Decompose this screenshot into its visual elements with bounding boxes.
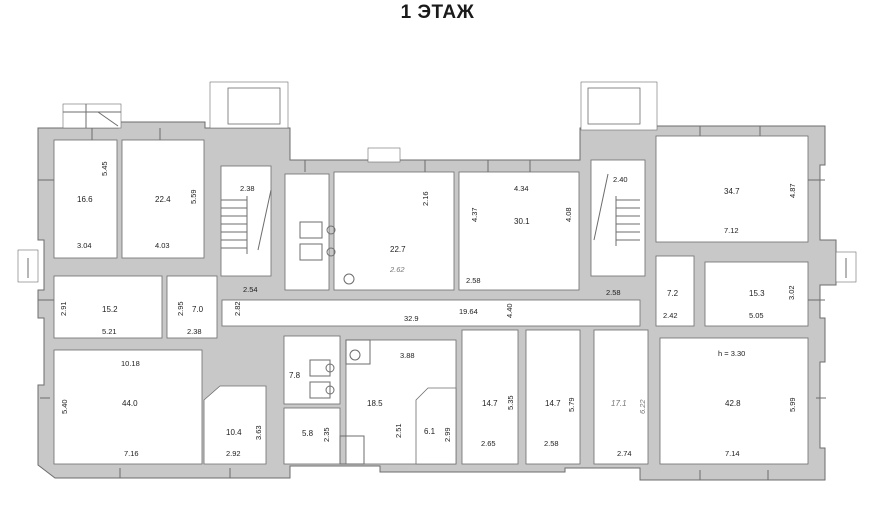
label: 7.8 xyxy=(289,371,301,380)
label: 4.37 xyxy=(470,207,479,222)
label: 16.6 xyxy=(77,195,93,204)
room-15-2 xyxy=(53,275,163,339)
label: 7.16 xyxy=(124,449,139,458)
label: 6.22 xyxy=(638,399,647,414)
label: 2.62 xyxy=(389,265,405,274)
stair-right xyxy=(590,159,646,277)
label: 5.99 xyxy=(788,397,797,412)
room-16-6 xyxy=(53,139,118,259)
label: 3.02 xyxy=(787,285,796,300)
label: 3.63 xyxy=(254,425,263,440)
label: 5.59 xyxy=(189,189,198,204)
label: 6.1 xyxy=(424,427,436,436)
label: 4.40 xyxy=(505,303,514,318)
label: 7.0 xyxy=(192,305,204,314)
label: 22.7 xyxy=(390,245,406,254)
room-30-1 xyxy=(458,171,580,291)
room-22-7 xyxy=(333,171,455,291)
label: 4.03 xyxy=(155,241,170,250)
label: 5.45 xyxy=(100,161,109,176)
label: 5.05 xyxy=(749,311,764,320)
label: 5.40 xyxy=(60,399,69,414)
room-10-4 xyxy=(203,385,267,465)
label: 3.04 xyxy=(77,241,92,250)
bay-window-left xyxy=(62,103,122,129)
corridor xyxy=(221,299,641,327)
label: 2.58 xyxy=(466,276,481,285)
label: 7.14 xyxy=(725,449,740,458)
label: 5.79 xyxy=(567,397,576,412)
label: 5.35 xyxy=(506,395,515,410)
label: 2.82 xyxy=(233,301,242,316)
label: 2.74 xyxy=(617,449,632,458)
room-6-1 xyxy=(415,387,457,465)
room-44-0 xyxy=(53,349,203,465)
label: h = 3.30 xyxy=(718,349,745,358)
room-14-7-a xyxy=(461,329,519,465)
label: 2.51 xyxy=(394,423,403,438)
label: 10.18 xyxy=(121,359,140,368)
room-14-7-b xyxy=(525,329,581,465)
label: 4.34 xyxy=(514,184,529,193)
label: 32.9 xyxy=(404,314,419,323)
label: 42.8 xyxy=(725,399,741,408)
room-22-4 xyxy=(121,139,205,259)
label: 14.7 xyxy=(482,399,498,408)
label: 3.88 xyxy=(400,351,415,360)
label: 5.8 xyxy=(302,429,314,438)
label: 2.35 xyxy=(322,427,331,442)
label: 5.21 xyxy=(102,327,117,336)
label: 30.1 xyxy=(514,217,530,226)
room-17-1 xyxy=(593,329,649,465)
stair-steps-right xyxy=(593,173,640,246)
label: 2.38 xyxy=(187,327,202,336)
label: 19.64 xyxy=(459,307,478,316)
label: 2.40 xyxy=(613,175,628,184)
label: 15.3 xyxy=(749,289,765,298)
label: 2.95 xyxy=(176,301,185,316)
room-7-0 xyxy=(166,275,218,339)
label: 2.16 xyxy=(421,191,430,206)
label: 7.2 xyxy=(667,289,679,298)
label: 2.58 xyxy=(544,439,559,448)
label: 2.92 xyxy=(226,449,241,458)
label: 2.99 xyxy=(443,427,452,442)
room-wc-7-8 xyxy=(283,335,341,405)
label: 2.65 xyxy=(481,439,496,448)
label: 10.4 xyxy=(226,428,242,437)
label: 17.1 xyxy=(611,399,627,408)
label: 15.2 xyxy=(102,305,118,314)
stair-left xyxy=(220,165,272,277)
label: 2.42 xyxy=(663,311,678,320)
label: 4.08 xyxy=(564,207,573,222)
room-42-8 xyxy=(659,337,809,465)
room-labels: 16.6 3.04 5.45 22.4 4.03 5.59 2.38 2.16 … xyxy=(59,161,797,458)
label: 2.91 xyxy=(59,301,68,316)
room-34-7 xyxy=(655,135,809,243)
room-15-3 xyxy=(704,261,809,327)
label: 14.7 xyxy=(545,399,561,408)
door-marks xyxy=(38,126,826,480)
label: 34.7 xyxy=(724,187,740,196)
label: 2.38 xyxy=(240,184,255,193)
room-7-2 xyxy=(655,255,695,327)
label: 2.58 xyxy=(606,288,621,297)
label: 4.87 xyxy=(788,183,797,198)
label: 2.54 xyxy=(243,285,258,294)
label: 22.4 xyxy=(155,195,171,204)
plumbing-fixtures xyxy=(299,221,371,465)
label: 44.0 xyxy=(122,399,138,408)
label: 7.12 xyxy=(724,226,739,235)
room-5-8 xyxy=(283,407,341,465)
label: 18.5 xyxy=(367,399,383,408)
stair-steps-left xyxy=(221,189,272,254)
floor-title: 1 ЭТАЖ xyxy=(400,2,475,23)
